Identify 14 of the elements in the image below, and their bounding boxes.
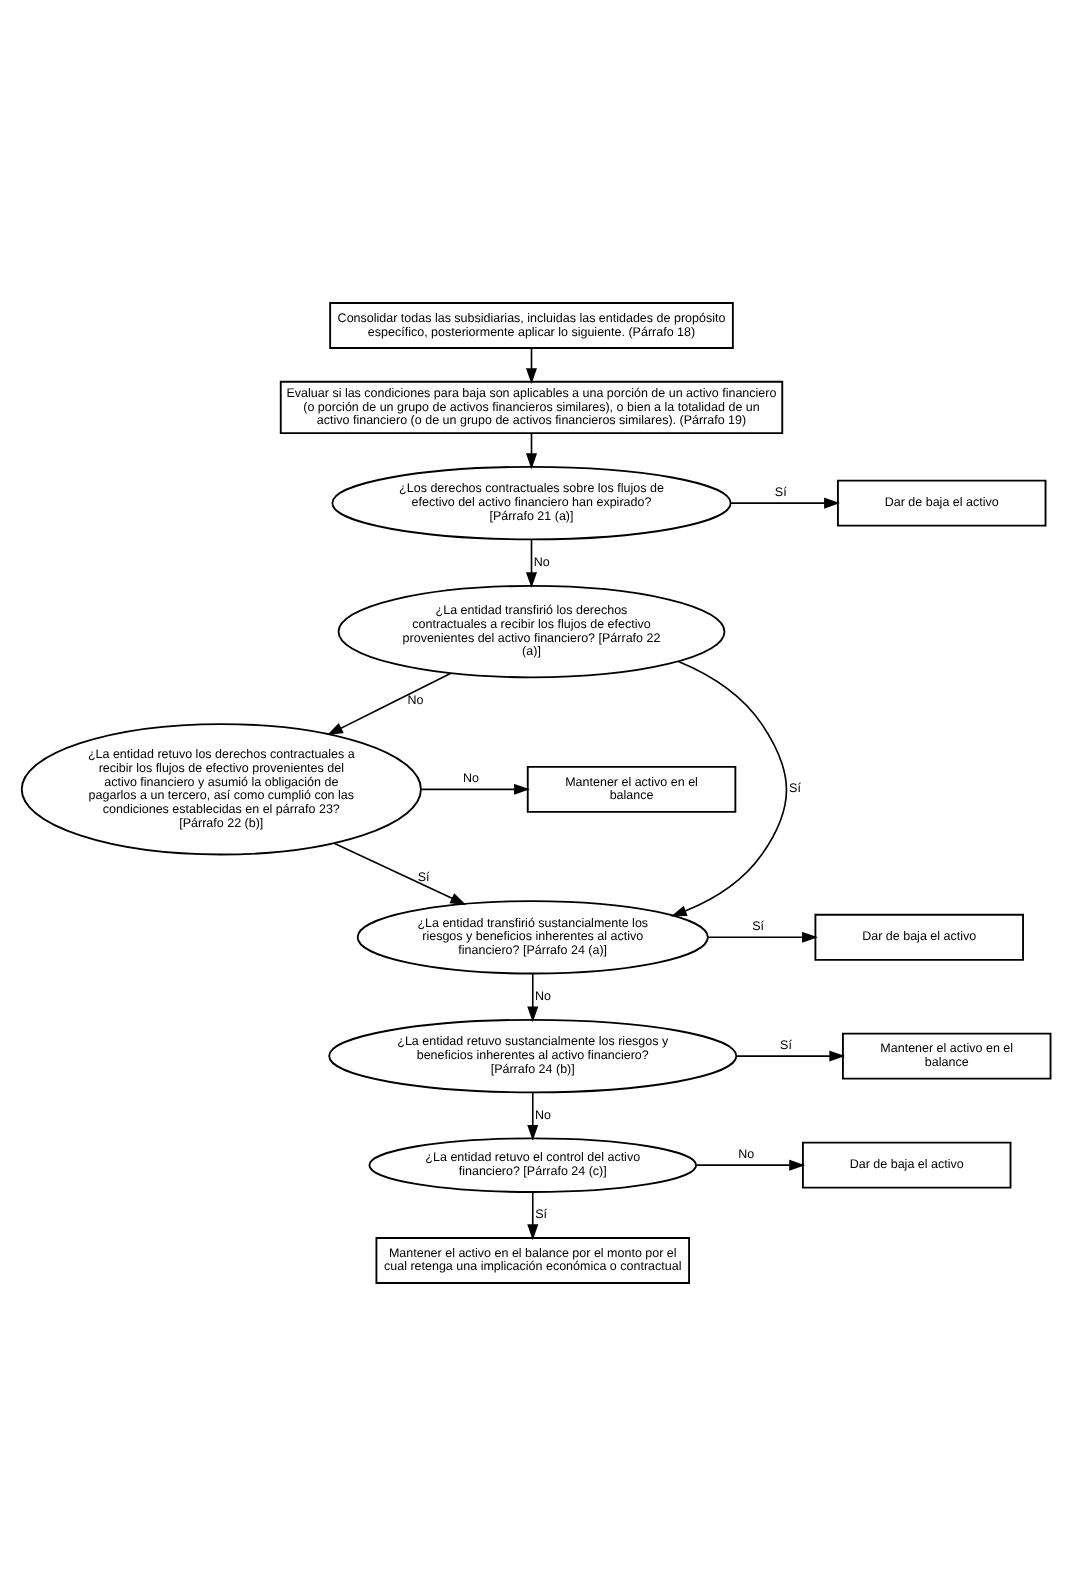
- arrow: [735, 1050, 846, 1062]
- arrow: [527, 972, 539, 1023]
- arrow: [526, 432, 538, 470]
- arrow: [327, 672, 452, 736]
- arrow: [695, 1159, 805, 1171]
- arrow: [527, 1190, 539, 1241]
- arrow: [729, 497, 840, 509]
- arrow: [420, 783, 530, 795]
- arrow: [527, 1092, 539, 1141]
- arrow: [670, 660, 788, 917]
- arrow: [526, 538, 538, 588]
- arrow: [333, 842, 467, 905]
- arrow: [707, 931, 818, 943]
- arrow: [526, 347, 538, 384]
